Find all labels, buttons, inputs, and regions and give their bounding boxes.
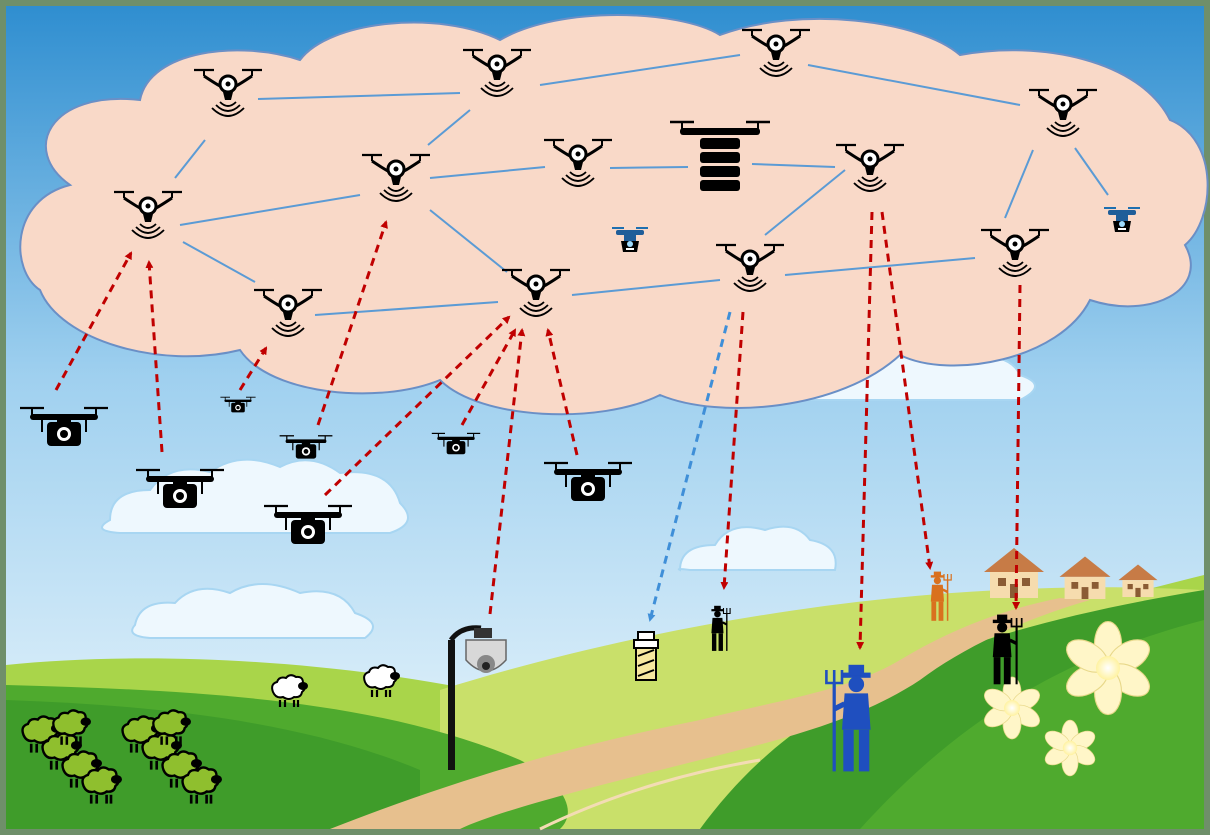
lighthouse-beacon-icon xyxy=(633,631,659,681)
beacon-downlink-arrow xyxy=(647,311,732,622)
uplink-arrows xyxy=(54,220,579,615)
network-links xyxy=(174,54,1109,316)
server-drone-icon xyxy=(670,120,770,191)
downlink-arrows xyxy=(720,211,1022,650)
cctv-camera-icon xyxy=(448,625,507,770)
